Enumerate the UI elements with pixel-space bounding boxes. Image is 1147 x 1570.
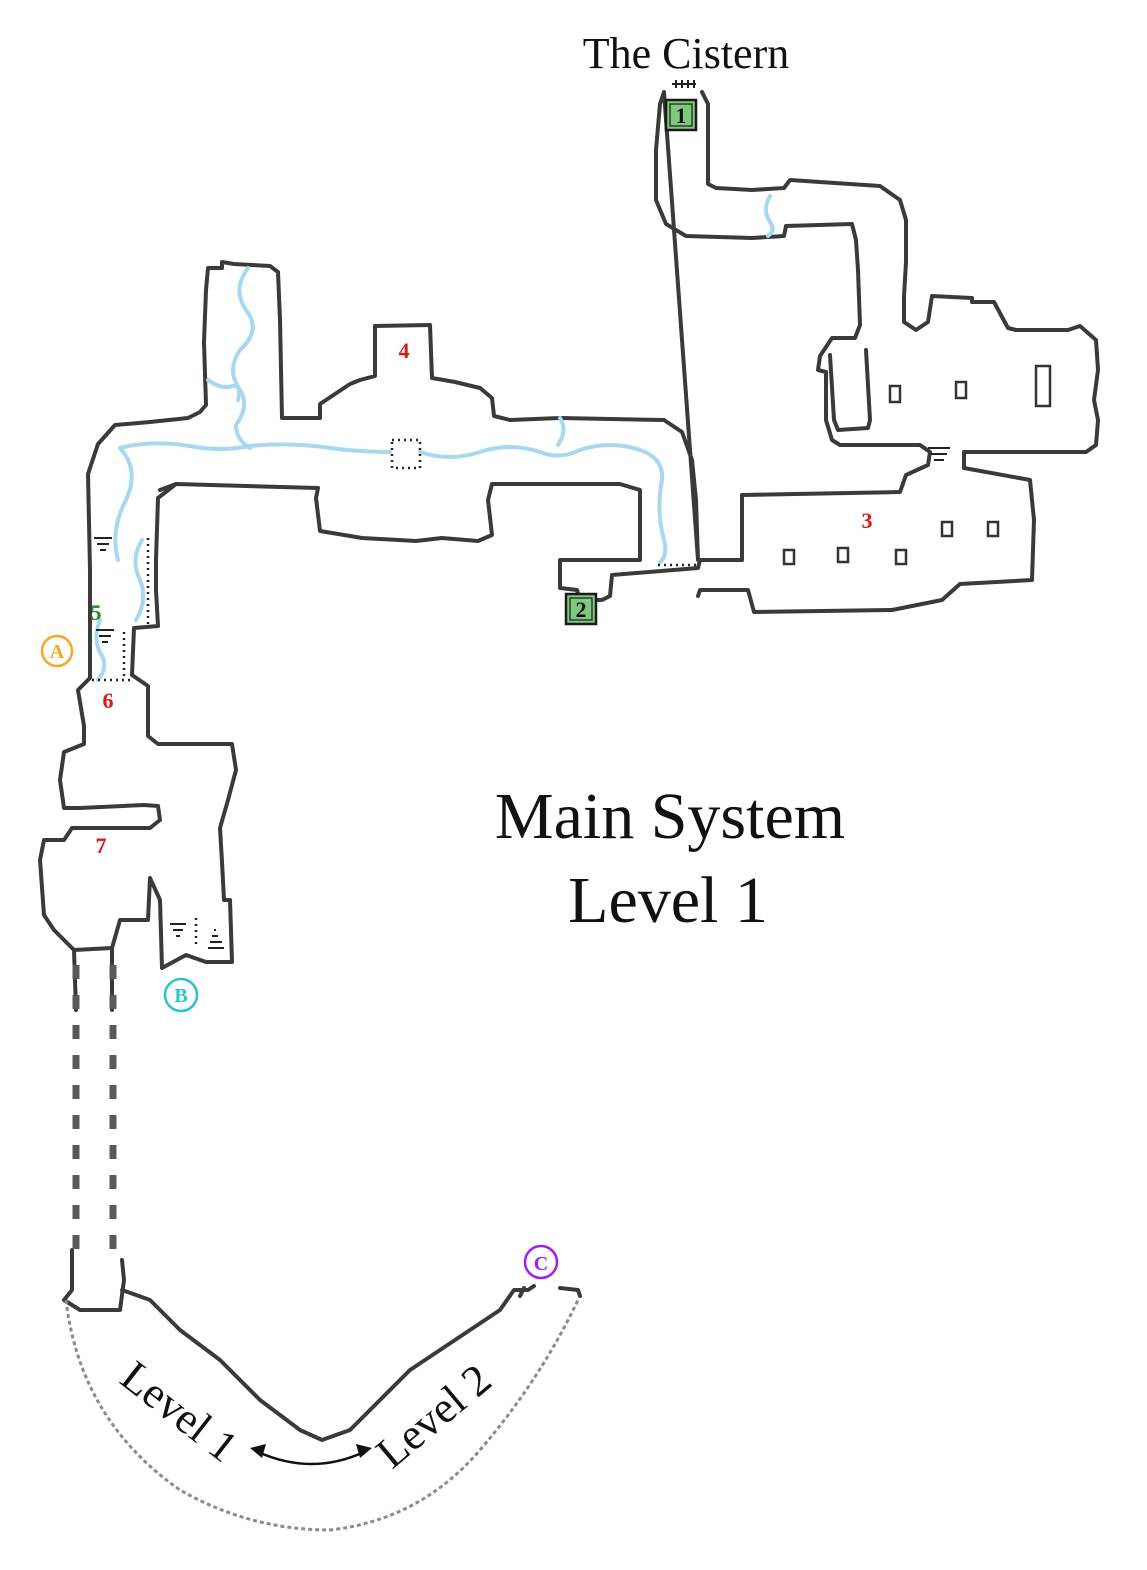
marker-b[interactable]: B <box>163 977 199 1013</box>
portal-box-2[interactable]: 2 <box>564 592 598 626</box>
portal-box-icon <box>564 592 598 626</box>
stairs-down-icon <box>96 629 114 643</box>
marker-c-label: C <box>534 1253 548 1275</box>
marker-a-label: A <box>50 641 65 663</box>
map-title-line2: Level 1 <box>568 864 768 937</box>
room-number-3: 3 <box>862 508 873 533</box>
stairs-down-icon <box>94 537 112 551</box>
pillars <box>782 364 1052 566</box>
arrow-double-icon <box>250 1444 372 1466</box>
cistern-label: The Cistern <box>583 29 790 78</box>
stairs-down-icon <box>928 447 950 461</box>
map-dashed-walls <box>64 965 580 1532</box>
marker-a[interactable]: A <box>40 634 74 668</box>
room-number-2: 2 <box>576 597 587 622</box>
dotted-passages <box>92 438 696 948</box>
marker-c[interactable]: C <box>523 1244 559 1280</box>
curve-label-level2: Level 2 <box>367 1355 501 1478</box>
stairs-icon <box>208 929 224 949</box>
room-number-7: 7 <box>96 833 107 858</box>
room-number-4: 4 <box>399 338 410 363</box>
portal-box-icon <box>664 98 698 132</box>
gate-icon <box>672 80 696 88</box>
room-number-6: 6 <box>103 688 114 713</box>
map-walls <box>38 90 1100 1442</box>
room-number-5: 5 <box>91 600 102 625</box>
map-title-line1: Main System <box>495 780 845 853</box>
marker-b-label: B <box>174 985 187 1007</box>
portal-box-1[interactable]: 1 <box>664 98 698 132</box>
stairs-down-icon <box>170 923 186 937</box>
room-number-1: 1 <box>676 103 687 128</box>
water-streams <box>94 194 775 682</box>
